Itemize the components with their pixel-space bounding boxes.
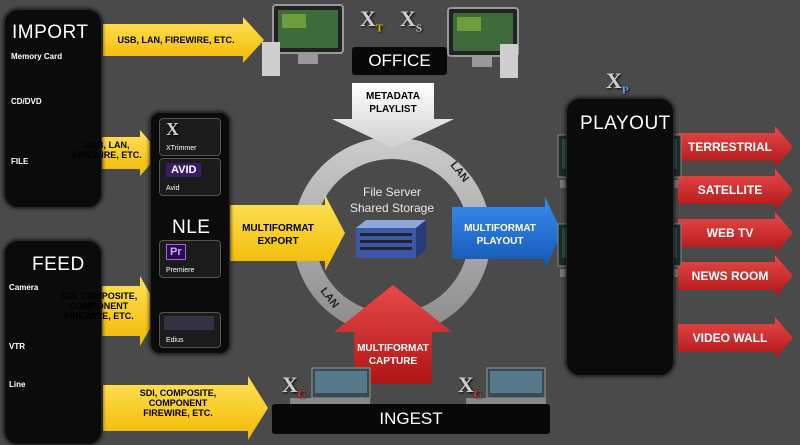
capture-arrow <box>334 285 452 384</box>
feed-ingest-label: SDI, COMPOSITE, COMPONENT FIREWIRE, ETC. <box>139 388 217 418</box>
nle-app-edius[interactable]: Edius <box>159 312 221 348</box>
nle-app-avid[interactable]: AVID Avid <box>159 158 221 196</box>
import-title: IMPORT <box>12 22 89 43</box>
office-title: OFFICE <box>368 51 431 70</box>
ingest-bar: INGEST <box>272 404 550 434</box>
playout-panel <box>566 98 674 376</box>
source-file: FILE <box>11 157 29 166</box>
nle-app-label: Edius <box>166 337 184 344</box>
output-arrow-1 <box>678 126 793 168</box>
nle-app-premiere[interactable]: Pr Premiere <box>159 240 221 278</box>
nle-app-xtrimmer[interactable]: X XTrimmer <box>159 118 221 156</box>
source-cd-dvd: CD/DVD <box>11 97 42 106</box>
feed-panel <box>4 240 102 445</box>
xtrimmer-logo-icon: X <box>166 119 179 139</box>
playout-title: PLAYOUT <box>580 113 671 134</box>
import-nle-label: USB, LAN, FIREWIRE, ETC. <box>72 140 142 160</box>
nle-title: NLE <box>172 217 211 238</box>
output-arrow-4 <box>678 255 793 297</box>
output-video-wall: VIDEO WALL <box>692 331 768 345</box>
output-arrow-2 <box>678 169 793 211</box>
export-arrow <box>228 195 345 271</box>
output-satellite: SATELLITE <box>697 183 763 197</box>
office-bar: OFFICE <box>352 47 447 75</box>
premiere-logo-icon: Pr <box>166 244 186 260</box>
office-logo-xs-icon: XS <box>400 6 423 35</box>
import-office-label: USB, LAN, FIREWIRE, ETC. <box>117 35 235 45</box>
edius-screen-icon <box>164 316 214 330</box>
avid-logo-icon: AVID <box>166 163 202 177</box>
ingest-device-icon <box>290 367 371 406</box>
feed-nle-label: SDI, COMPOSITE, COMPONENT FIREWIRE, ETC. <box>60 291 138 321</box>
playout-arrow <box>452 197 562 269</box>
playout-logo-xp-icon: XP <box>606 68 629 97</box>
output-arrow-3 <box>678 212 793 254</box>
metadata-arrow <box>332 83 454 148</box>
source-memory-card: Memory Card <box>11 52 63 61</box>
feed-title: FEED <box>32 254 85 275</box>
metadata-label: METADATA PLAYLIST <box>366 91 420 115</box>
capture-label: MULTIFORMAT CAPTURE <box>357 343 429 367</box>
playout-arrow-label: MULTIFORMAT PLAYOUT <box>464 223 536 247</box>
ingest-device-icon <box>466 367 546 406</box>
export-label: MULTIFORMAT EXPORT <box>242 223 314 247</box>
file-server-line2: Shared Storage <box>349 201 435 215</box>
ingest-logo-xc-icon: XC <box>282 372 306 401</box>
output-arrow-5 <box>678 317 793 359</box>
import-panel <box>4 9 102 208</box>
output-web-tv: WEB TV <box>706 226 754 240</box>
office-computer-icon <box>262 4 344 76</box>
output-terrestrial: TERRESTRIAL <box>688 140 772 154</box>
office-logo-xt-icon: XT <box>360 6 384 35</box>
source-line: Line <box>9 380 26 389</box>
office-computer-icon <box>447 7 519 78</box>
source-vtr: VTR <box>9 342 25 351</box>
import-office-arrow <box>103 17 264 63</box>
feed-ingest-arrow <box>103 376 268 440</box>
output-news-room: NEWS ROOM <box>691 269 769 283</box>
source-camera: Camera <box>9 283 39 292</box>
file-server-line1: File Server <box>362 185 421 199</box>
ingest-logo-xc-icon: XC <box>458 372 482 401</box>
nle-app-label: Avid <box>166 185 180 192</box>
file-server-label: File Server Shared Storage <box>332 184 452 216</box>
nle-app-label: XTrimmer <box>166 145 197 152</box>
nle-app-label: Premiere <box>166 267 195 274</box>
ingest-title: INGEST <box>379 409 443 428</box>
file-server-icon <box>356 220 426 258</box>
